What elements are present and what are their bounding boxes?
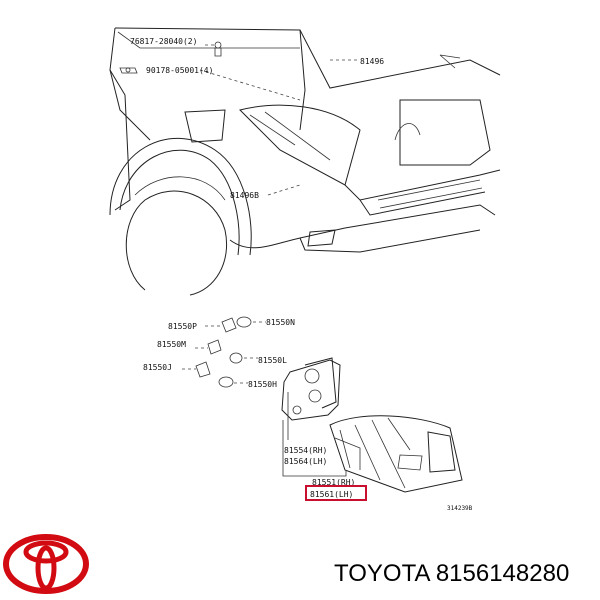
label-gasket-lh: 81564(LH) — [284, 457, 327, 466]
socket-parts — [182, 316, 266, 388]
label-socket-n1: 81550N — [266, 318, 295, 327]
toyota-logo — [3, 534, 89, 594]
rear-lamp-part — [329, 415, 463, 493]
leader-line — [282, 420, 347, 477]
label-gasket-rh: 81554(RH) — [284, 446, 327, 455]
gasket-part — [281, 357, 341, 421]
part-number: 8156148280 — [435, 560, 570, 587]
brand-name: TOYOTA — [334, 560, 430, 587]
part-caption: TOYOTA 8156148280 — [334, 554, 584, 594]
label-socket-m: 81550M — [157, 340, 186, 349]
highlight-box — [305, 485, 367, 501]
label-lamp-lh: 81561(LH) — [310, 490, 353, 499]
label-garnish-b: 81496B — [230, 191, 259, 200]
fasteners — [119, 41, 461, 196]
label-clip-top: 90178-05001(4) — [146, 66, 213, 75]
label-socket-l: 81550L — [258, 356, 287, 365]
label-lamp-rh: 81551(RH) — [312, 478, 355, 487]
diagram-reference-code: 314239B — [447, 505, 473, 512]
label-socket-j: 81550J — [143, 363, 172, 372]
vehicle-body — [109, 27, 501, 296]
label-socket-p: 81550P — [168, 322, 197, 331]
label-garnish: 81496 — [360, 57, 384, 66]
label-bolt-top: 76817-28040(2) — [130, 37, 197, 46]
label-socket-h: 81550H — [248, 380, 277, 389]
